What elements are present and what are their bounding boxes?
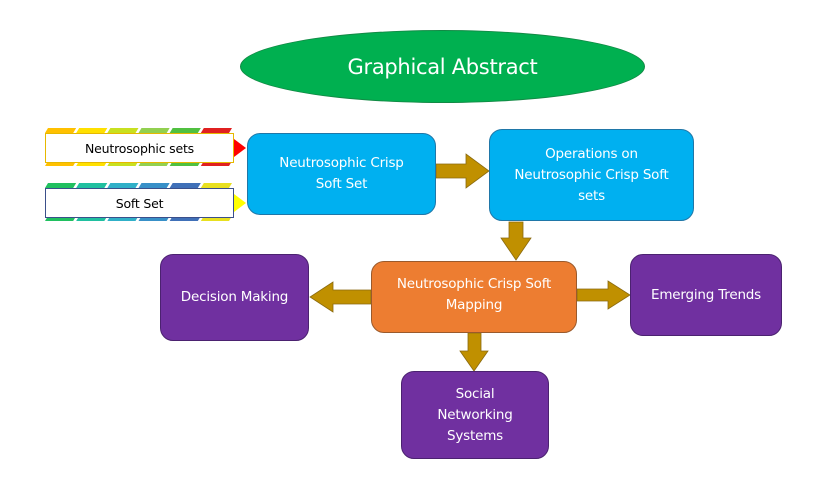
node-line: Soft Set — [315, 176, 368, 192]
node-line: Neutrosophic Crisp Soft — [396, 276, 552, 292]
stripe-segment — [200, 128, 232, 133]
node-social-networking-systems: Social Networking Systems — [401, 371, 549, 459]
arrow-crisp-to-operations — [435, 153, 490, 189]
arrow-operations-to-mapping — [500, 221, 532, 261]
neutrosophic-sets-label: Neutrosophic sets — [85, 140, 194, 156]
graphical-abstract-title: Graphical Abstract — [240, 30, 645, 103]
node-neutrosophic-crisp-soft-set: Neutrosophic Crisp Soft Set — [247, 133, 436, 215]
stripe-segment — [169, 128, 201, 133]
stripe-segment — [76, 128, 108, 133]
arrow-mapping-to-emerging — [576, 280, 631, 310]
arrow-mapping-to-decision — [309, 281, 372, 313]
node-line: sets — [578, 187, 605, 204]
arrows — [309, 153, 631, 372]
node-crisp-soft-mapping: Neutrosophic Crisp Soft Mapping — [371, 261, 577, 333]
node-line: Operations on — [545, 145, 638, 162]
node-line: Social — [455, 385, 495, 402]
node-line: Mapping — [445, 297, 503, 313]
stripe-segment — [107, 183, 139, 188]
stripe-segment — [76, 183, 108, 188]
stripe-segment — [169, 183, 201, 188]
node-line: Decision Making — [180, 289, 289, 305]
node-line: Systems — [447, 427, 503, 444]
node-line: Neutrosophic Crisp Soft — [514, 166, 669, 183]
soft-set-box: Soft Set — [45, 188, 234, 218]
stripe-segment — [107, 128, 139, 133]
node-line: Emerging Trends — [650, 286, 762, 303]
node-operations-on-crisp-soft-sets: Operations on Neutrosophic Crisp Soft se… — [489, 129, 694, 221]
node-emerging-trends: Emerging Trends — [630, 254, 782, 336]
node-line: Networking — [437, 406, 513, 423]
node-line: Neutrosophic Crisp — [279, 155, 404, 171]
neutrosophic-sets-box: Neutrosophic sets — [45, 133, 234, 163]
stripe-segment — [45, 183, 77, 188]
neutrosophic-sets-arrow-tip — [234, 139, 246, 157]
soft-set-arrow-tip — [234, 194, 246, 212]
stripe-segment — [138, 183, 170, 188]
arrow-mapping-to-social — [459, 332, 489, 372]
stripe-segment — [200, 183, 232, 188]
soft-set-label: Soft Set — [115, 195, 164, 211]
node-decision-making: Decision Making — [160, 254, 309, 341]
stripe-segment — [138, 128, 170, 133]
stripe-segment — [45, 128, 77, 133]
title-text: Graphical Abstract — [347, 54, 538, 79]
